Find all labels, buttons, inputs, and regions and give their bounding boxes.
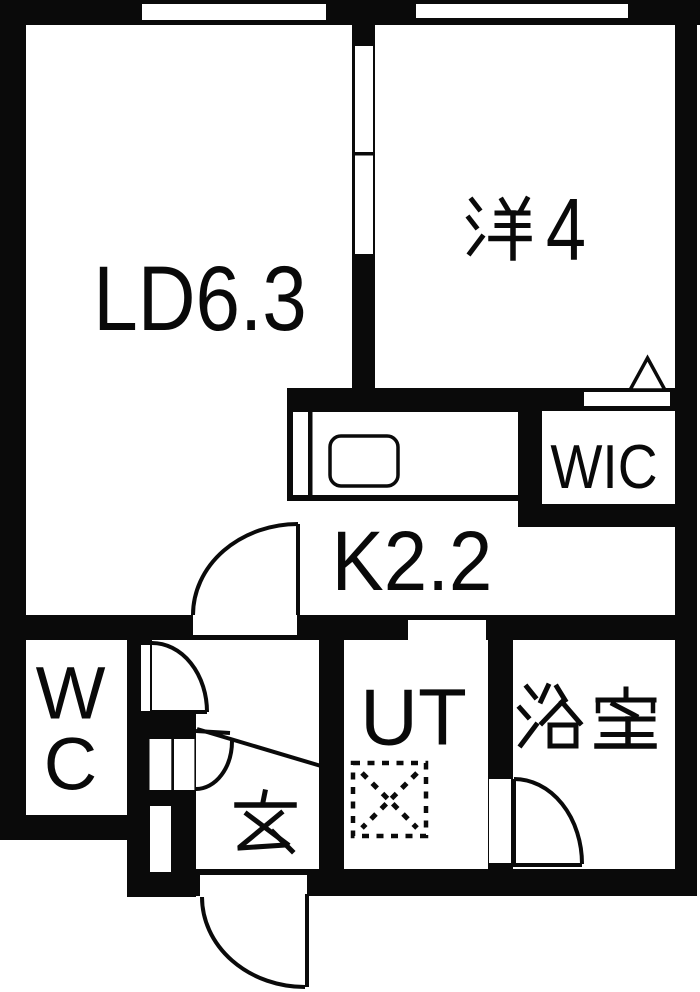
svg-text:LD6.3: LD6.3 — [93, 248, 307, 350]
svg-text:W: W — [36, 652, 106, 735]
svg-text:WIC: WIC — [550, 433, 657, 502]
svg-text:K2.2: K2.2 — [332, 515, 493, 608]
svg-text:4: 4 — [546, 181, 586, 279]
svg-text:UT: UT — [360, 673, 467, 762]
svg-text:C: C — [44, 723, 97, 806]
